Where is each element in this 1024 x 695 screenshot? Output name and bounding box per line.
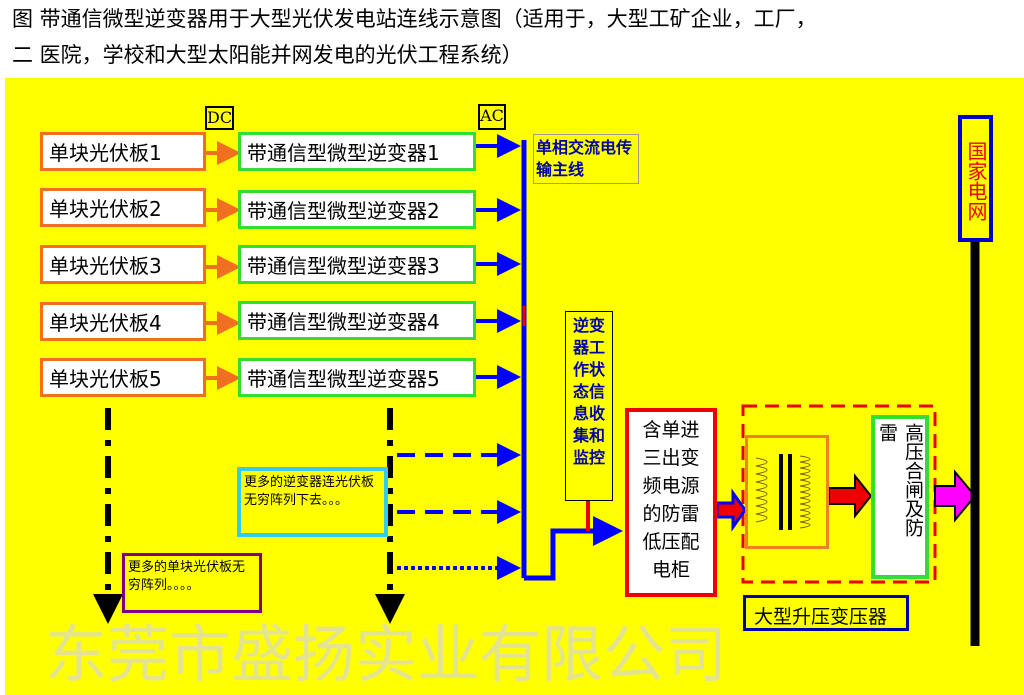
national-grid-label: 国家电网 (958, 115, 993, 242)
inverter-2: 带通信型微型逆变器2 (238, 190, 476, 229)
more-inverters-note: 更多的逆变器连光伏板无穷阵列下去。。。 (237, 467, 388, 537)
inverter-to-bus-arrows (397, 134, 521, 580)
switch-label-col2: 雷 (876, 423, 898, 442)
bus-to-cabinet (524, 516, 623, 581)
dc-label: DC (205, 106, 234, 130)
inverter-1: 带通信型微型逆变器1 (238, 132, 476, 171)
ac-bus-label: 单相交流电传输主线 (533, 134, 639, 184)
inverter-5: 带通信型微型逆变器5 (238, 358, 476, 397)
transformer (745, 435, 829, 549)
transformer-zone (741, 404, 937, 584)
diagram-canvas: 东莞市盛扬实业有限公司 DC AC 单块光伏板1 单块光伏板2 单块光伏板3 单… (5, 78, 1024, 695)
title-line-2: 二 医院，学校和大型太阳能并网发电的光伏工程系统） (12, 43, 523, 67)
connections (93, 134, 980, 646)
solar-panel-2: 单块光伏板2 (40, 188, 206, 227)
transformer-to-switch-arrow (828, 473, 873, 519)
switch-to-grid-arrow (934, 469, 977, 523)
solar-panel-3: 单块光伏板3 (40, 245, 206, 284)
more-panels-note: 更多的单块光伏板无穷阵列。。。。 (122, 553, 262, 613)
monitor-label: 逆变器工作状态信息收集和监控 (565, 311, 613, 501)
transformer-coil-icon (755, 454, 811, 530)
inverter-3: 带通信型微型逆变器3 (238, 245, 476, 284)
solar-panel-4: 单块光伏板4 (40, 302, 206, 341)
distribution-cabinet: 含单进三出变频电源的防雷低压配电柜 (625, 408, 717, 597)
panel-to-inverter-arrows (205, 141, 241, 390)
title-line-1: 图 带通信微型逆变器用于大型光伏发电站连线示意图（适用于，大型工矿企业，工厂， (12, 7, 817, 31)
solar-panel-5: 单块光伏板5 (40, 358, 206, 397)
solar-panel-1: 单块光伏板1 (40, 132, 206, 171)
ac-label: AC (478, 104, 506, 130)
transformer-label: 大型升压变压器 (743, 595, 909, 631)
cabinet-to-transformer-arrow (715, 488, 747, 532)
inverter-4: 带通信型微型逆变器4 (238, 301, 476, 340)
switch-label-col1: 高压合闸及防 (902, 423, 924, 537)
watermark: 东莞市盛扬实业有限公司 (45, 618, 728, 691)
high-voltage-switch: 高压合闸及防 雷 (871, 415, 929, 579)
